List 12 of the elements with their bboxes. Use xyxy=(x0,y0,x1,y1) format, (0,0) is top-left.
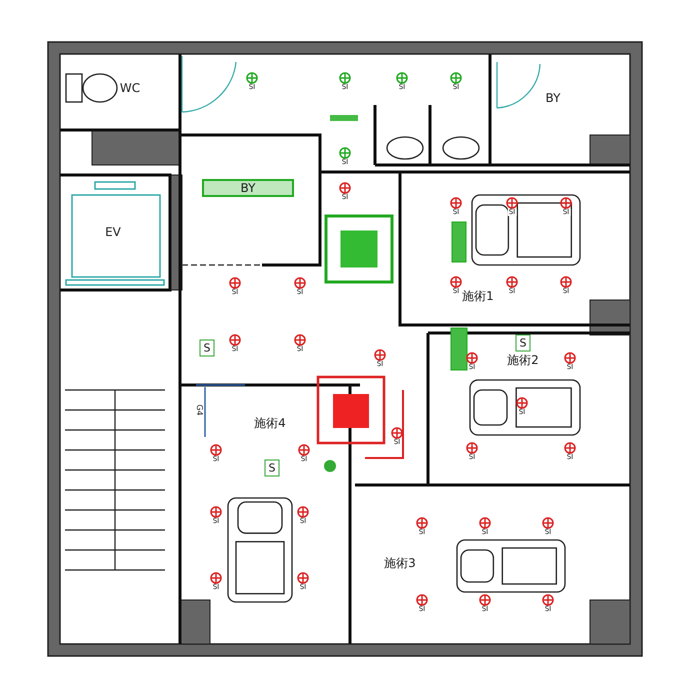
room-label: BY xyxy=(546,92,560,104)
equipment-label: G4 xyxy=(195,404,203,416)
sensor-tag: S xyxy=(200,340,214,356)
room-label: 施術2 xyxy=(507,354,539,366)
room-label: 施術4 xyxy=(254,417,286,429)
sensor-tag: S xyxy=(516,334,530,352)
room-label: 施術1 xyxy=(462,290,494,302)
room-label: WC xyxy=(120,82,140,94)
room-label: BY xyxy=(240,182,256,194)
room-label: 施術3 xyxy=(384,557,416,569)
room-label: EV xyxy=(105,226,121,238)
sensor-tag: S xyxy=(264,460,280,476)
